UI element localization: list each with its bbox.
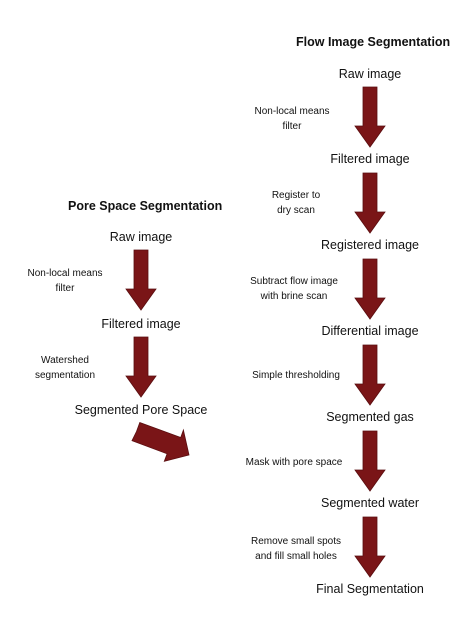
left-node-raw: Raw image: [109, 230, 173, 244]
right-title: Flow Image Segmentation: [296, 35, 451, 49]
arrow-right-6: [354, 516, 386, 578]
arrow-left-1: [125, 249, 157, 311]
arrow-left-2: [125, 336, 157, 398]
right-node-segmented-gas: Segmented gas: [326, 410, 414, 424]
arrow-right-2: [354, 172, 386, 234]
left-title: Pore Space Segmentation: [68, 199, 223, 213]
left-node-filtered: Filtered image: [101, 317, 181, 331]
arrow-right-4: [354, 344, 386, 406]
arrow-right-1: [354, 86, 386, 148]
right-step-threshold: Simple thresholding: [252, 370, 340, 381]
right-node-raw: Raw image: [338, 67, 402, 81]
right-node-segmented-water: Segmented water: [321, 496, 419, 510]
arrow-left-to-right: [131, 421, 190, 462]
right-node-differential: Differential image: [321, 324, 419, 338]
arrow-right-5: [354, 430, 386, 492]
arrow-right-3: [354, 258, 386, 320]
right-node-filtered: Filtered image: [330, 152, 410, 166]
right-node-final-segmentation: Final Segmentation: [316, 582, 424, 596]
left-node-segmented-pore-space: Segmented Pore Space: [74, 403, 208, 417]
right-step-mask: Mask with pore space: [245, 457, 343, 468]
right-node-registered: Registered image: [321, 238, 419, 252]
